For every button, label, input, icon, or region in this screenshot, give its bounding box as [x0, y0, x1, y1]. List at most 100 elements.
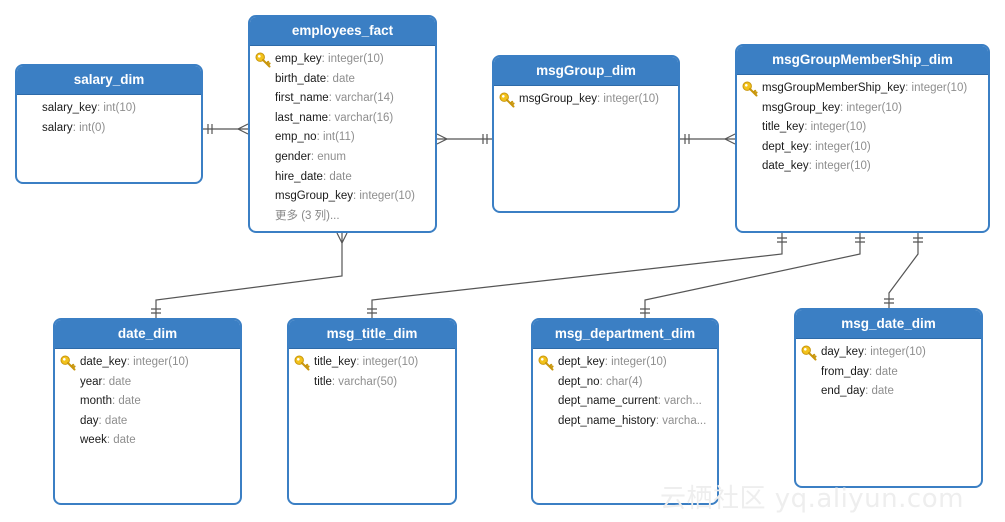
field-name: title_key: [762, 121, 805, 134]
field-row[interactable]: salary: int(0): [17, 119, 201, 139]
relation-line: [888, 233, 919, 308]
table-fields: dept_key: integer(10)dept_no: char(4)dep…: [533, 349, 717, 431]
key-icon: [801, 345, 817, 361]
field-type: : integer(10): [808, 160, 871, 173]
field-row[interactable]: dept_key: integer(10): [737, 138, 988, 158]
table-title: salary_dim: [17, 66, 201, 95]
field-type: : integer(10): [804, 121, 867, 134]
field-row[interactable]: emp_key: integer(10): [250, 50, 435, 70]
field-row[interactable]: year: date: [55, 373, 240, 393]
field-name: msgGroup_key: [762, 101, 840, 114]
field-type: : enum: [310, 150, 346, 163]
field-row[interactable]: msgGroup_key: integer(10): [250, 187, 435, 207]
one-marker: [855, 237, 865, 243]
key-icon: [538, 355, 554, 371]
field-type: : varch...: [657, 395, 702, 408]
field-type: : integer(10): [321, 53, 384, 65]
field-name: msgGroup_key: [519, 93, 597, 105]
field-type: : integer(10): [863, 346, 926, 358]
field-name: emp_no: [275, 131, 317, 144]
many-marker: [724, 133, 736, 145]
table-title: employees_fact: [250, 17, 435, 46]
field-row[interactable]: msgGroupMemberShip_key: integer(10): [737, 79, 988, 99]
field-row[interactable]: emp_no: int(11): [250, 128, 435, 148]
relation-line: [155, 233, 343, 318]
table-title: msg_department_dim: [533, 320, 717, 349]
field-type: : int(10): [96, 102, 136, 114]
field-row[interactable]: title_key: integer(10): [737, 118, 988, 138]
many-marker: [237, 123, 249, 135]
field-row[interactable]: salary_key: int(10): [17, 99, 201, 119]
field-row[interactable]: gender: enum: [250, 148, 435, 168]
field-row[interactable]: date_key: integer(10): [737, 157, 988, 177]
many-marker: [336, 232, 348, 244]
field-type: : char(4): [599, 375, 643, 388]
one-marker: [207, 124, 213, 134]
one-marker: [913, 237, 923, 243]
field-row[interactable]: dept_name_current: varch...: [533, 392, 717, 412]
field-row[interactable]: first_name: varchar(14): [250, 89, 435, 109]
field-name: last_name: [275, 111, 329, 124]
field-type: : int(11): [316, 131, 355, 144]
field-type: : varcha...: [655, 414, 707, 427]
field-name: date_key: [762, 160, 809, 173]
key-icon: [255, 52, 271, 68]
table-fields: title_key: integer(10)title: varchar(50): [289, 349, 455, 392]
field-row[interactable]: date_key: integer(10): [55, 353, 240, 373]
field-row[interactable]: month: date: [55, 392, 240, 412]
field-name: date_key: [80, 356, 127, 368]
field-type: : varchar(50): [331, 375, 398, 388]
table-salary-dim[interactable]: salary_dim salary_key: int(10)salary: int…: [15, 64, 203, 184]
field-name: first_name: [275, 92, 329, 105]
field-row[interactable]: birth_date: date: [250, 70, 435, 90]
field-row[interactable]: last_name: varchar(16): [250, 109, 435, 129]
field-row[interactable]: msgGroup_key: integer(10): [494, 90, 678, 110]
field-type: : integer(10): [596, 93, 659, 105]
field-row[interactable]: end_day: date: [796, 382, 981, 402]
one-marker: [482, 134, 488, 144]
field-name: day: [80, 414, 99, 427]
key-icon: [60, 355, 76, 371]
watermark: 云栖社区 yq.aliyun.com: [660, 484, 964, 514]
field-name: dept_name_history: [558, 414, 656, 427]
field-row[interactable]: from_day: date: [796, 363, 981, 383]
field-name: dept_no: [558, 375, 600, 388]
field-name: birth_date: [275, 72, 327, 85]
field-row[interactable]: msgGroup_key: integer(10): [737, 99, 988, 119]
field-row[interactable]: title: varchar(50): [289, 373, 455, 393]
table-fields: msgGroup_key: integer(10): [494, 86, 678, 110]
field-type: : varchar(14): [328, 92, 394, 105]
field-row[interactable]: dept_key: integer(10): [533, 353, 717, 373]
field-name: year: [80, 375, 103, 388]
field-type: : date: [102, 375, 132, 388]
key-icon: [499, 92, 515, 108]
field-row[interactable]: day_key: integer(10): [796, 343, 981, 363]
one-marker: [640, 308, 650, 314]
one-marker: [684, 134, 690, 144]
field-row[interactable]: week: date: [55, 431, 240, 451]
field-name: from_day: [821, 365, 869, 378]
field-row[interactable]: title_key: integer(10): [289, 353, 455, 373]
one-marker: [151, 308, 161, 314]
field-type: : integer(10): [356, 356, 419, 368]
many-marker: [436, 133, 448, 145]
field-row[interactable]: day: date: [55, 412, 240, 432]
field-type: : int(0): [72, 121, 106, 134]
field-row[interactable]: hire_date: date: [250, 168, 435, 188]
field-row[interactable]: dept_name_history: varcha...: [533, 412, 717, 432]
field-type: : date: [865, 385, 894, 398]
field-name: dept_key: [762, 140, 809, 153]
field-row[interactable]: dept_no: char(4): [533, 373, 717, 393]
field-name: end_day: [821, 385, 866, 398]
more-columns-link[interactable]: 更多 (3 列)...: [275, 209, 340, 222]
